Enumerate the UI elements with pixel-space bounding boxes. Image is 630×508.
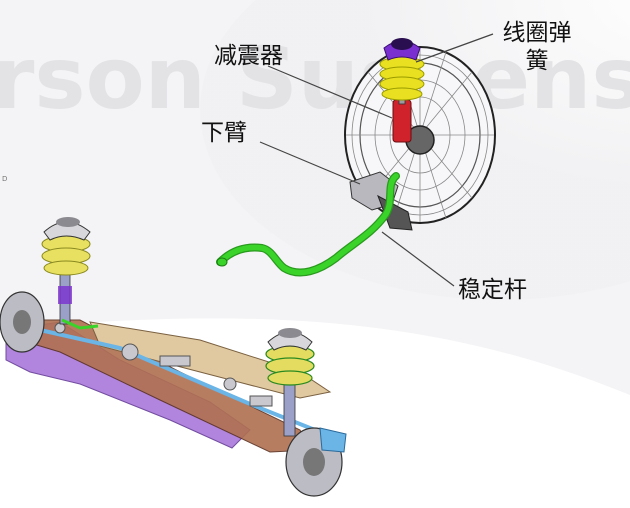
stabilizer-bar xyxy=(217,173,399,276)
shock-absorber-body xyxy=(392,99,412,143)
left-stabilizer-link xyxy=(61,318,99,330)
label-shock-absorber: 减震器 xyxy=(214,43,283,69)
leader-lines xyxy=(259,33,494,287)
left-strut-cap xyxy=(56,217,80,227)
leader-line-shock-absorber xyxy=(267,65,393,119)
wheel-assembly xyxy=(344,38,496,231)
stray-mark: D xyxy=(2,175,8,183)
coil-spring xyxy=(379,56,425,101)
left-strut-boot xyxy=(58,286,72,304)
leader-line-stabilizer-bar xyxy=(381,231,455,287)
left-coil-spring xyxy=(41,235,91,276)
chassis-assembly xyxy=(0,217,347,497)
label-stabilizer-bar: 稳定杆 xyxy=(458,277,527,303)
left-hub xyxy=(13,310,31,334)
label-coil-spring: 线圈弹簧 xyxy=(502,20,572,74)
right-strut xyxy=(283,377,296,437)
right-coil-spring xyxy=(265,345,315,386)
right-hub xyxy=(303,448,325,476)
label-lower-arm: 下臂 xyxy=(201,120,247,146)
chassis-details xyxy=(54,322,273,407)
strut-top-cap xyxy=(391,38,413,50)
stabilizer-bar-end xyxy=(216,257,228,267)
watermark-text: rson Suspension xyxy=(0,29,630,129)
leader-line-coil-spring xyxy=(415,33,494,63)
leader-line-lower-arm xyxy=(259,141,361,185)
right-strut-cap xyxy=(278,328,302,338)
right-knuckle xyxy=(319,427,347,453)
